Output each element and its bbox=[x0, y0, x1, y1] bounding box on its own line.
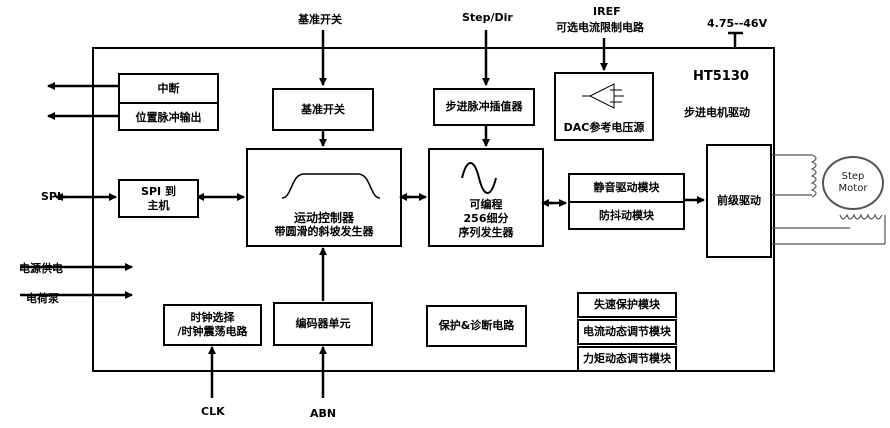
dac-block: DAC参考电压源 bbox=[554, 72, 654, 141]
anti-jitter-label: 防抖动模块 bbox=[599, 209, 654, 222]
spi-label: SPI bbox=[41, 190, 62, 203]
sine-wave bbox=[461, 162, 497, 194]
torque-dyn-label: 力矩动态调节模块 bbox=[583, 352, 671, 365]
dac-symbol bbox=[582, 83, 624, 109]
torque-dyn-block: 力矩动态调节模块 bbox=[577, 346, 677, 372]
spi-host-label-2: 主机 bbox=[147, 198, 170, 212]
interrupt-output-block: 中断 位置脉冲输出 bbox=[118, 73, 219, 131]
motor-label-1: Step bbox=[841, 171, 865, 182]
step-interpolator-label: 步进脉冲插值器 bbox=[445, 100, 523, 113]
chip-subtitle: 步进电机驱动 bbox=[684, 106, 750, 119]
block-divider bbox=[570, 201, 683, 203]
silent-drive-label: 静音驱动模块 bbox=[593, 181, 660, 194]
current-dyn-label: 电流动态调节模块 bbox=[583, 325, 671, 338]
step-dir-label: Step/Dir bbox=[462, 11, 513, 24]
ref-switch-block: 基准开关 bbox=[272, 88, 374, 131]
ref-switch-input-label: 基准开关 bbox=[298, 13, 342, 26]
sequencer-label-1: 可编程 bbox=[469, 198, 503, 211]
power-label: 电源供电 bbox=[19, 262, 63, 275]
protect-diag-label: 保护&诊断电路 bbox=[438, 319, 515, 332]
clock-label-2: /时钟震荡电路 bbox=[177, 325, 248, 338]
iref-sub-label: 可选电流限制电路 bbox=[556, 21, 644, 34]
position-pulse-label: 位置脉冲输出 bbox=[135, 111, 202, 124]
encoder-label: 编码器单元 bbox=[295, 317, 351, 330]
sequencer-label-2: 256细分 bbox=[463, 212, 509, 225]
encoder-block: 编码器单元 bbox=[273, 302, 373, 346]
clock-block: 时钟选择 /时钟震荡电路 bbox=[163, 304, 262, 346]
iref-label: IREF bbox=[593, 5, 621, 18]
pre-driver-label: 前级驱动 bbox=[717, 194, 761, 207]
motion-controller-label: 运动控制器 bbox=[293, 211, 354, 225]
abn-label: ABN bbox=[310, 407, 337, 420]
spi-host-block: SPI 到 主机 bbox=[118, 179, 199, 218]
spi-host-label-1: SPI 到 bbox=[141, 184, 176, 198]
dac-label: DAC参考电压源 bbox=[563, 121, 645, 134]
ramp-generator-label: 带圆滑的斜坡发生器 bbox=[274, 225, 374, 238]
ref-switch-block-label: 基准开关 bbox=[301, 102, 345, 116]
clk-label: CLK bbox=[201, 405, 225, 418]
stall-protect-label: 失速保护模块 bbox=[594, 298, 660, 311]
block-divider bbox=[120, 102, 217, 104]
pre-driver-block: 前级驱动 bbox=[706, 144, 772, 258]
silent-drive-block: 静音驱动模块 防抖动模块 bbox=[568, 173, 685, 230]
sequencer-label-3: 序列发生器 bbox=[458, 226, 514, 239]
protect-diag-block: 保护&诊断电路 bbox=[426, 305, 527, 347]
step-interpolator-block: 步进脉冲插值器 bbox=[433, 88, 535, 126]
sequencer-block: 可编程 256细分 序列发生器 bbox=[428, 148, 544, 247]
ramp-curve bbox=[281, 173, 381, 199]
chip-name: HT5130 bbox=[693, 69, 749, 84]
motor-wiring bbox=[772, 154, 886, 245]
step-motor: Step Motor bbox=[822, 156, 884, 210]
interrupt-label: 中断 bbox=[157, 82, 180, 95]
clock-label-1: 时钟选择 bbox=[190, 311, 235, 324]
current-dyn-block: 电流动态调节模块 bbox=[577, 319, 677, 345]
voltage-label: 4.75--46V bbox=[707, 17, 768, 30]
motion-controller-block: 运动控制器 带圆滑的斜坡发生器 bbox=[246, 148, 402, 247]
charge-pump-label: 电荷泵 bbox=[26, 292, 59, 305]
stall-protect-block: 失速保护模块 bbox=[577, 292, 677, 318]
motor-label-2: Motor bbox=[838, 183, 868, 194]
chip-boundary bbox=[92, 47, 775, 372]
